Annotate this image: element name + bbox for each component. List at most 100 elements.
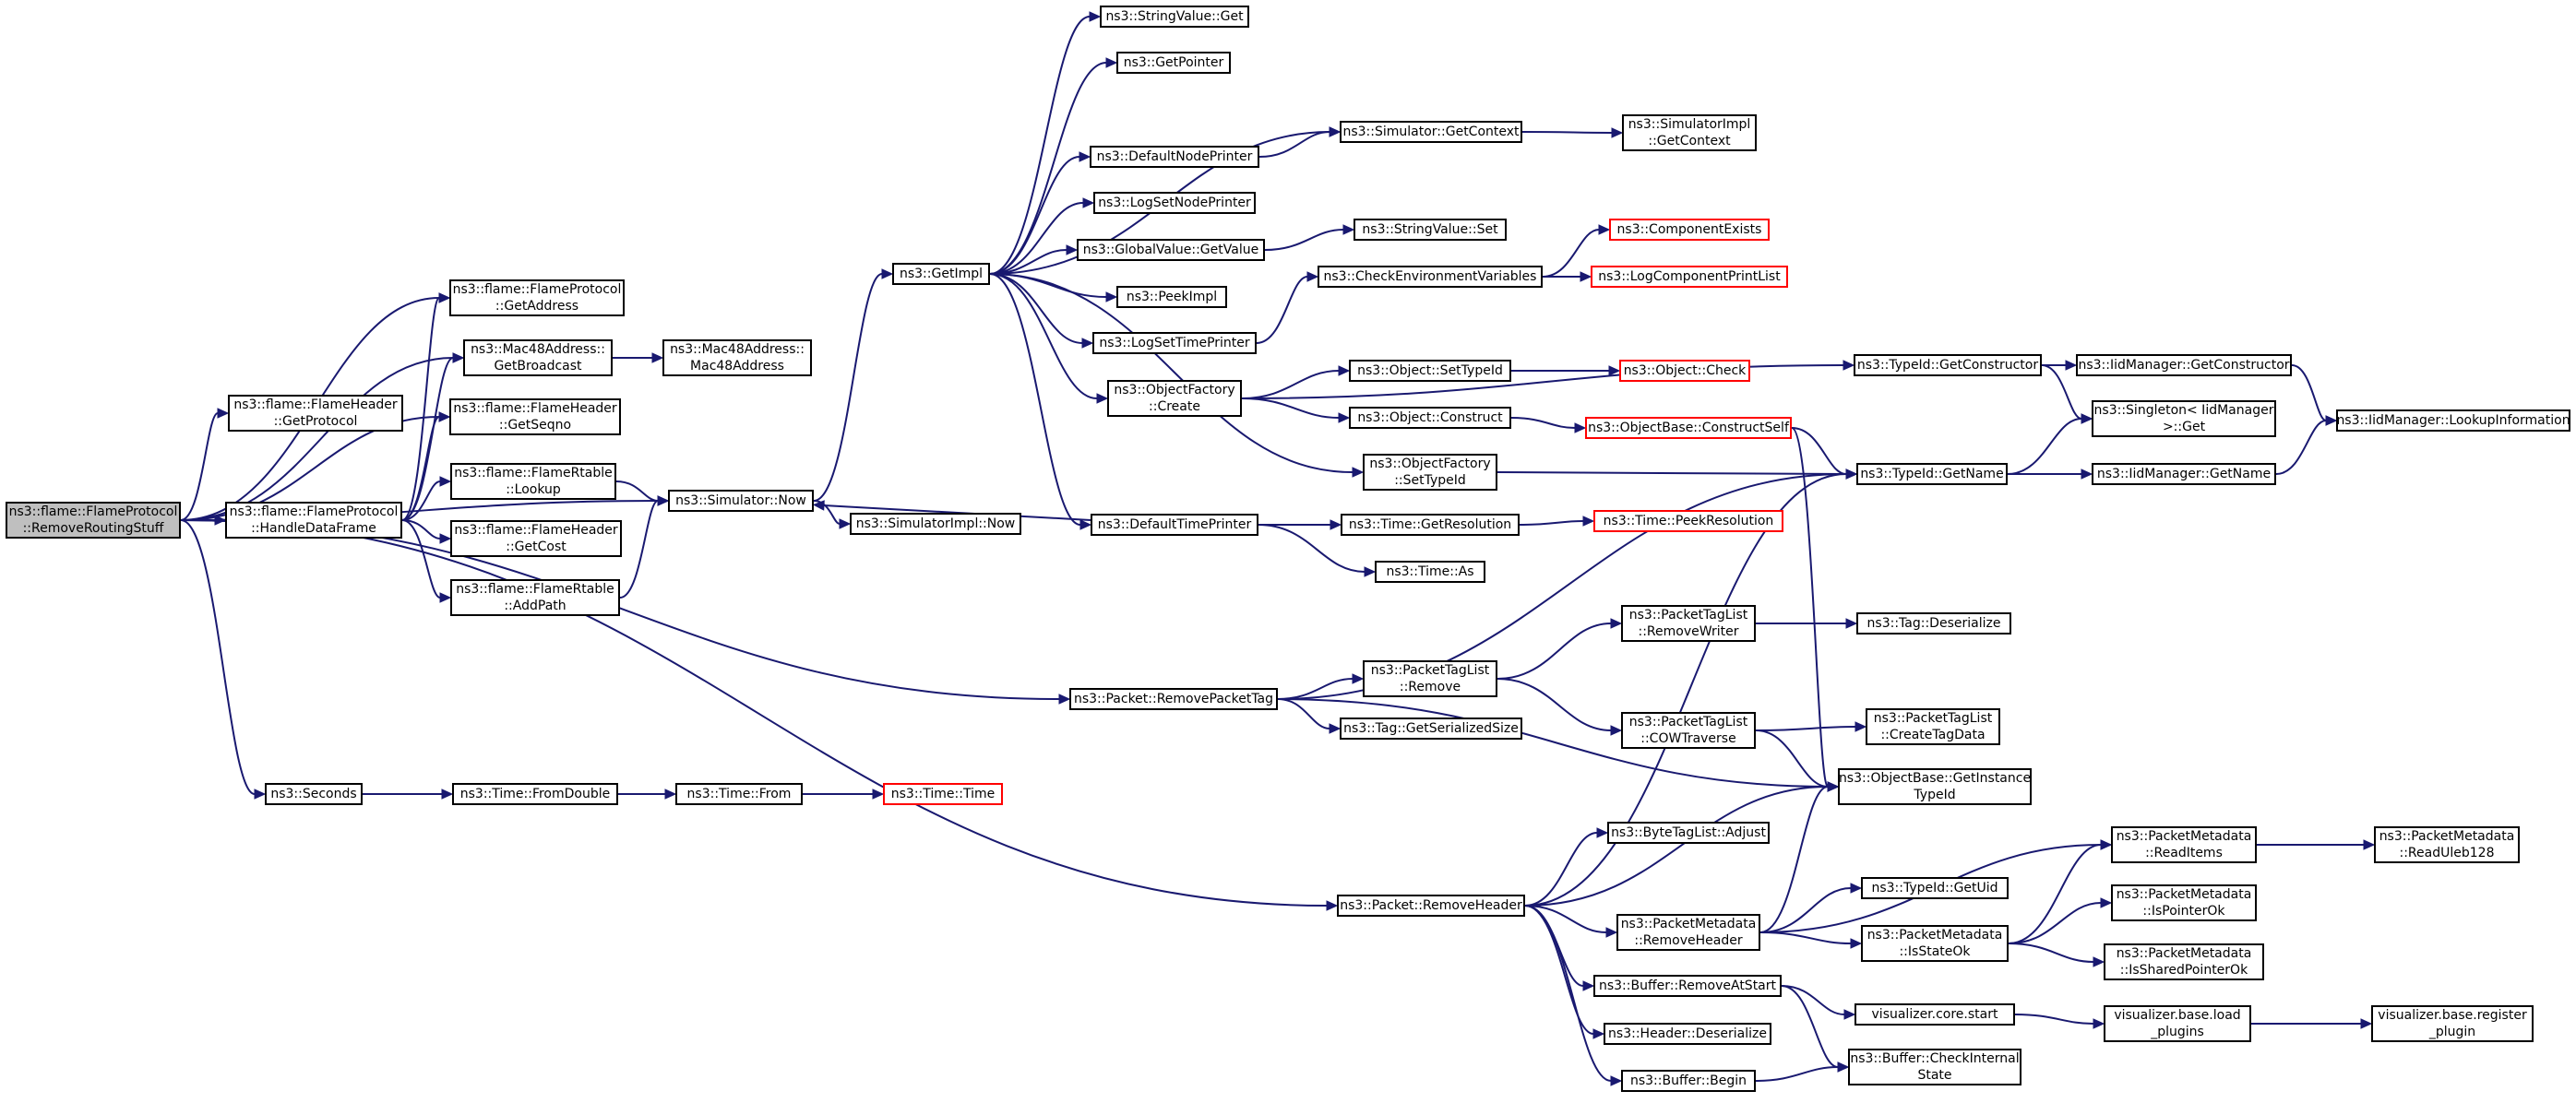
node-typeid-getconstructor[interactable]: ns3::TypeId::GetConstructor [1854,354,2042,376]
node-packettaglist-remove[interactable]: ns3::PacketTagList ::Remove [1363,660,1497,697]
node-singleton-iidmanager-get[interactable]: ns3::Singleton< IidManager >::Get [2092,400,2276,437]
edge-arrowhead [1352,673,1365,684]
node-checkenvironmentvariables[interactable]: ns3::CheckEnvironmentVariables [1318,266,1543,288]
node-packet-removeheader[interactable]: ns3::Packet::RemoveHeader [1337,895,1525,917]
node-visualizer-base-load-plugins[interactable]: visualizer.base.load _plugins [2104,1005,2251,1042]
edge-simNow-to-simImplNow [813,500,841,525]
node-packet-removepackettag[interactable]: ns3::Packet::RemovePacketTag [1069,688,1278,710]
node-getpointer[interactable]: ns3::GetPointer [1116,52,1231,74]
edge-pmIsStateOk-to-pmIsPointerOk [2008,902,2102,944]
edge-ptlRemove-to-ptlRemoveWriter [1497,623,1612,680]
edge-logSetTimePrinter-to-checkEnv [1256,276,1308,344]
node-logsettimeprinter[interactable]: ns3::LogSetTimePrinter [1092,332,1257,354]
node-buffer-begin[interactable]: ns3::Buffer::Begin [1621,1070,1756,1092]
node-time-as[interactable]: ns3::Time::As [1375,561,1485,583]
node-objectbase-getinstancetypeid[interactable]: ns3::ObjectBase::GetInstance TypeId [1838,768,2032,805]
edge-arrowhead [1105,291,1118,302]
node-getimpl[interactable]: ns3::GetImpl [892,263,990,285]
node-packetmetadata-ispointerok[interactable]: ns3::PacketMetadata ::IsPointerOk [2111,884,2257,921]
node-componentexists[interactable]: ns3::ComponentExists [1609,219,1770,241]
node-object-settypeid[interactable]: ns3::Object::SetTypeId [1349,360,1511,382]
node-time-getresolution[interactable]: ns3::Time::GetResolution [1341,514,1520,536]
edge-arrowhead [1342,224,1355,235]
node-logcomponentprintlist[interactable]: ns3::LogComponentPrintList [1591,266,1788,288]
edge-packetRemoveHeader-to-pmRemoveHeader [1524,905,1607,933]
edge-root-to-getProtocol [180,412,219,521]
node-time-fromdouble[interactable]: ns3::Time::FromDouble [452,783,618,805]
node-flameprotocol-getaddress[interactable]: ns3::flame::FlameProtocol ::GetAddress [449,279,625,316]
node-object-construct[interactable]: ns3::Object::Construct [1349,407,1511,429]
node-buffer-checkinternalstate[interactable]: ns3::Buffer::CheckInternal State [1848,1049,2021,1085]
node-tag-deserialize[interactable]: ns3::Tag::Deserialize [1856,612,2011,635]
node-peekimpl[interactable]: ns3::PeekImpl [1116,286,1227,308]
node-logsetnodeprinter[interactable]: ns3::LogSetNodePrinter [1093,192,1256,214]
node-objectbase-constructself[interactable]: ns3::ObjectBase::ConstructSelf [1585,417,1792,439]
node-packetmetadata-isstateok[interactable]: ns3::PacketMetadata ::IsStateOk [1861,925,2009,962]
node-flameprotocol-handledataframe[interactable]: ns3::flame::FlameProtocol ::HandleDataFr… [225,502,402,539]
node-visualizer-core-start[interactable]: visualizer.core.start [1854,1003,2015,1026]
edge-removePacketTag-to-ptlRemove [1277,678,1354,700]
node-defaultnodeprinter[interactable]: ns3::DefaultNodePrinter [1090,146,1259,168]
node-packettaglist-cowtraverse[interactable]: ns3::PacketTagList ::COWTraverse [1621,712,1756,749]
node-packettaglist-removewriter[interactable]: ns3::PacketTagList ::RemoveWriter [1621,605,1756,642]
edge-globalValueGetValue-to-stringValueSet [1264,229,1344,251]
node-time-from[interactable]: ns3::Time::From [675,783,803,805]
edge-packetRemoveHeader-to-typeIdGetName [1524,473,1847,907]
node-stringvalue-get[interactable]: ns3::StringValue::Get [1100,6,1249,28]
node-visualizer-base-register-plugin[interactable]: visualizer.base.register _plugin [2371,1005,2534,1042]
node-typeid-getname[interactable]: ns3::TypeId::GetName [1856,463,2008,485]
node-typeid-getuid[interactable]: ns3::TypeId::GetUid [1861,877,2009,899]
edge-typeIdGetConstructor-to-singletonGet [2041,364,2082,420]
node-globalvalue-getvalue[interactable]: ns3::GlobalValue::GetValue [1077,239,1265,261]
edge-pmRemoveHeader-to-getInstanceTypeId [1759,786,1829,933]
node-packetmetadata-removeheader[interactable]: ns3::PacketMetadata ::RemoveHeader [1616,914,1760,951]
node-flameheader-getcost[interactable]: ns3::flame::FlameHeader ::GetCost [450,520,622,557]
edge-constructSelf-to-typeIdGetName [1791,427,1847,475]
node-simulator-now[interactable]: ns3::Simulator::Now [668,490,814,512]
node-iidmanager-getconstructor[interactable]: ns3::IidManager::GetConstructor [2076,354,2292,376]
node-packetmetadata-issharedpointerok[interactable]: ns3::PacketMetadata ::IsSharedPointerOk [2104,943,2264,980]
node-object-check[interactable]: ns3::Object::Check [1619,360,1750,382]
node-simulator-getcontext[interactable]: ns3::Simulator::GetContext [1340,121,1522,143]
node-packetmetadata-readitems[interactable]: ns3::PacketMetadata ::ReadItems [2111,826,2257,863]
edge-arrowhead [1352,467,1365,478]
node-bytetaglist-adjust[interactable]: ns3::ByteTagList::Adjust [1607,822,1770,844]
edge-arrowhead [1605,927,1618,938]
edge-arrowhead [651,352,664,363]
edge-getImpl-to-objectFactoryCreate [989,273,1098,399]
node-time-time[interactable]: ns3::Time::Time [883,783,1003,805]
node-defaulttimeprinter[interactable]: ns3::DefaultTimePrinter [1091,514,1258,536]
edge-arrowhead [1592,1028,1605,1039]
node-packettaglist-createtagdata[interactable]: ns3::PacketTagList ::CreateTagData [1866,708,2000,745]
edge-removePacketTag-to-getInstanceTypeId [1277,698,1829,788]
edge-packetRemoveHeader-to-byteTagListAdjust [1524,832,1598,907]
node-simulatorimpl-now[interactable]: ns3::SimulatorImpl::Now [850,513,1021,535]
node-time-peekresolution[interactable]: ns3::Time::PeekResolution [1593,510,1783,532]
edge-arrowhead [2363,839,2376,850]
node-mac48address-mac48address[interactable]: ns3::Mac48Address:: Mac48Address [662,339,812,376]
edge-arrowhead [439,592,452,603]
node-flamertable-addpath[interactable]: ns3::flame::FlameRtable ::AddPath [450,579,620,616]
node-seconds[interactable]: ns3::Seconds [265,783,363,805]
node-objectfactory-create[interactable]: ns3::ObjectFactory ::Create [1107,380,1242,417]
node-buffer-removeatstart[interactable]: ns3::Buffer::RemoveAtStart [1593,975,1782,997]
node-simulatorimpl-getcontext[interactable]: ns3::SimulatorImpl ::GetContext [1622,114,1757,151]
edge-arrowhead [1582,516,1595,527]
node-packetmetadata-readuleb128[interactable]: ns3::PacketMetadata ::ReadUleb128 [2374,826,2520,863]
node-flamertable-lookup[interactable]: ns3::flame::FlameRtable ::Lookup [450,463,616,500]
node-tag-getserializedsize[interactable]: ns3::Tag::GetSerializedSize [1340,718,1522,740]
edge-arrowhead [2100,839,2113,850]
node-flameheader-getseqno[interactable]: ns3::flame::FlameHeader ::GetSeqno [449,398,621,435]
node-objectfactory-settypeid[interactable]: ns3::ObjectFactory ::SetTypeId [1363,454,1497,491]
node-iidmanager-getname[interactable]: ns3::IidManager::GetName [2092,463,2276,485]
edge-arrowhead [438,411,451,422]
edge-arrowhead [1079,151,1091,162]
node-mac48address-getbroadcast[interactable]: ns3::Mac48Address:: GetBroadcast [463,339,613,376]
edge-arrowhead [1096,393,1109,404]
edge-arrowhead [1081,338,1094,349]
node-stringvalue-set[interactable]: ns3::StringValue::Set [1354,219,1507,241]
node-flameheader-getprotocol[interactable]: ns3::flame::FlameHeader ::GetProtocol [228,395,403,432]
node-iidmanager-lookupinformation[interactable]: ns3::IidManager::LookupInformation [2336,409,2570,432]
node-header-deserialize[interactable]: ns3::Header::Deserialize [1604,1023,1771,1045]
edge-arrowhead [1854,721,1867,732]
